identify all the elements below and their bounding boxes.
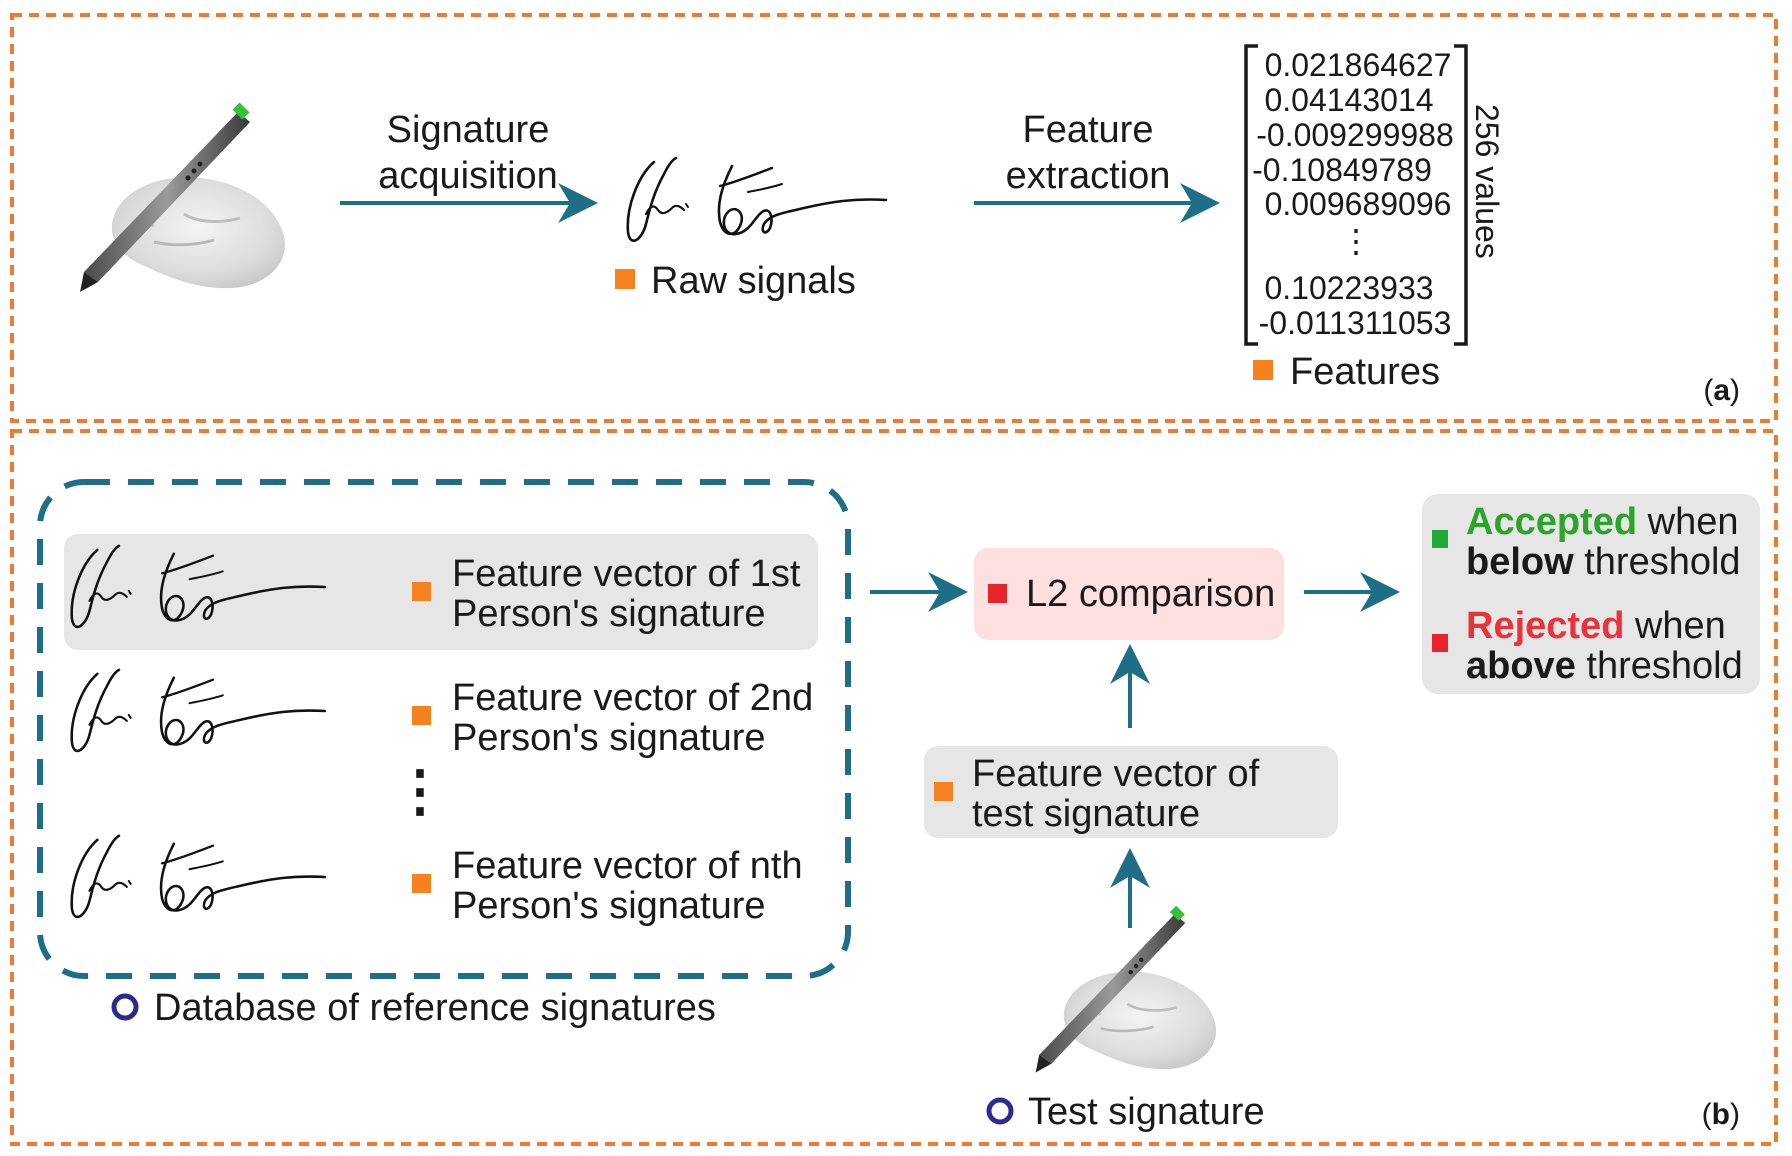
square-bullet-icon <box>934 782 953 801</box>
panel-a-tag: (a) <box>1703 374 1740 407</box>
raw-signals-bullet <box>615 269 635 289</box>
raw-signals-label: Raw signals <box>651 260 856 302</box>
reference-database-box <box>37 479 851 979</box>
vector-value: 0.021864627 <box>1265 47 1452 83</box>
accepted-line2: below threshold <box>1466 541 1741 583</box>
vector-value: -0.009299988 <box>1256 117 1454 153</box>
circle-marker-icon <box>111 993 139 1021</box>
reference-ellipsis: ⋮ <box>392 759 448 822</box>
hand-with-stylus-icon <box>42 101 287 315</box>
panel-a-border <box>10 13 1778 423</box>
hand-with-stylus-icon <box>1002 904 1218 1093</box>
features-label: Features <box>1290 351 1440 393</box>
test-signature-label: Test signature <box>1028 1091 1265 1133</box>
reference-1-line1: Feature vector of 1st <box>452 553 801 595</box>
comparison-label: L2 comparison <box>1026 573 1275 615</box>
square-bullet-icon <box>412 874 431 893</box>
comparison-box <box>974 548 1284 640</box>
panel-b-tag: (b) <box>1702 1098 1740 1131</box>
rejected-line2: above threshold <box>1466 645 1743 687</box>
vector-size-label: 256 values <box>1469 104 1505 259</box>
square-bullet-icon <box>412 582 431 601</box>
rejected-line1: Rejected when <box>1466 605 1726 647</box>
decision-box <box>1422 494 1760 694</box>
reference-row-1-highlight <box>64 534 818 650</box>
signature-icon <box>70 834 327 919</box>
acquisition-label-line1: Signature <box>387 109 550 151</box>
extraction-label-line1: Feature <box>1023 109 1154 151</box>
square-bullet-icon <box>1432 530 1448 548</box>
features-bullet <box>1253 360 1273 380</box>
reference-n-line2: Person's signature <box>452 885 766 927</box>
vector-value: -0.10849789 <box>1252 152 1432 188</box>
acquisition-label-line2: acquisition <box>378 155 558 197</box>
circle-marker-icon <box>986 1097 1014 1125</box>
vector-left-bracket <box>1244 44 1258 346</box>
reference-2-line1: Feature vector of 2nd <box>452 677 813 719</box>
square-bullet-icon <box>988 584 1007 603</box>
vector-value: 0.10223933 <box>1264 270 1433 306</box>
test-vector-line1: Feature vector of <box>972 753 1260 795</box>
panel-b-border <box>10 429 1778 1146</box>
database-label: Database of reference signatures <box>154 987 716 1029</box>
signature-icon <box>70 668 327 753</box>
accepted-line1: Accepted when <box>1466 501 1738 543</box>
square-bullet-icon <box>1432 634 1448 652</box>
reference-2-line2: Person's signature <box>452 717 766 759</box>
vector-value: 0.04143014 <box>1264 82 1433 118</box>
vector-ellipsis: ⋮ <box>1340 223 1372 259</box>
test-vector-box <box>924 746 1338 838</box>
vector-right-bracket <box>1454 44 1468 346</box>
reference-n-line1: Feature vector of nth <box>452 845 803 887</box>
vector-value: -0.011311053 <box>1259 305 1452 341</box>
extraction-label-line2: extraction <box>1006 155 1171 197</box>
square-bullet-icon <box>412 706 431 725</box>
feature-vector-values: 0.021864627 0.04143014 -0.009299988 -0.1… <box>1252 47 1454 341</box>
vector-value: 0.009689096 <box>1265 186 1452 222</box>
reference-1-line2: Person's signature <box>452 593 766 635</box>
signature-icon <box>626 156 888 243</box>
test-vector-line2: test signature <box>972 793 1200 835</box>
